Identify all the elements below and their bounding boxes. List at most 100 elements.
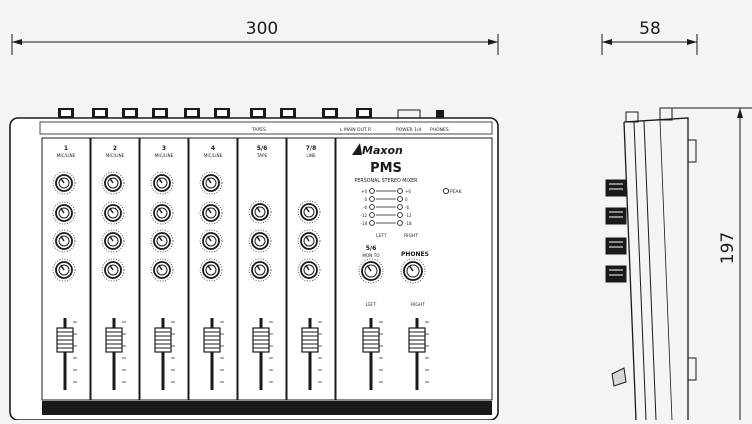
fader-slot: [259, 318, 263, 390]
fader-slot: [210, 318, 214, 390]
fader-right-label: RIGHT: [411, 302, 425, 308]
rear-jack-hole: [95, 110, 105, 116]
channel-fader: [203, 318, 224, 390]
rear-jack-hole: [217, 110, 227, 116]
channel-knob: [150, 201, 174, 225]
channel-number: 3: [162, 145, 166, 152]
fader-slot: [112, 318, 116, 390]
knob-scale: [248, 258, 272, 282]
channel-name: TAPE: [256, 153, 268, 158]
channel-knob: [52, 258, 76, 282]
phones-jack: [436, 110, 444, 118]
fader-left-label: LEFT: [366, 302, 377, 308]
knob-scale: [52, 229, 76, 253]
tape-knob-sublabel: MON TO: [362, 253, 380, 258]
channel-knob: [52, 201, 76, 225]
meter-level-right: +6: [405, 189, 411, 194]
channel-number: 1: [64, 145, 68, 152]
channel-strip-frame: [286, 137, 336, 401]
channel-knob: [150, 229, 174, 253]
rear-jack-hole: [187, 110, 197, 116]
knob-pointer: [109, 177, 114, 184]
knob-pointer: [256, 206, 261, 213]
peak-label: PEAK: [450, 189, 463, 195]
channel-knob: [150, 171, 174, 195]
knob-pointer: [158, 207, 163, 214]
height-dimension: 197: [672, 107, 752, 420]
meter-level-right: -18: [405, 221, 412, 226]
channel-knob: [101, 201, 125, 225]
knob-cap: [107, 177, 119, 189]
knob-pointer: [305, 206, 310, 213]
channel-name: MIC/LINE: [57, 153, 76, 158]
phones-knob: [400, 258, 426, 284]
model-subtitle: PERSONAL STEREO MIXER: [354, 178, 418, 184]
knob-cap: [254, 206, 266, 218]
rear-jack-hole: [283, 110, 293, 116]
knob-pointer: [207, 207, 212, 214]
knob-cap: [58, 207, 70, 219]
fader-slot: [63, 318, 67, 390]
channel-fader: [154, 318, 175, 390]
meter-right-label: RIGHT: [404, 233, 418, 239]
knob-cap: [364, 264, 378, 278]
channel-number: 7/8: [306, 145, 317, 152]
channel-knob: [199, 201, 223, 225]
mixer-top-view: L MAIN OUT R POWER 1/4 PHONES TAPES 1MIC…: [9, 108, 499, 421]
meter-led-right: [397, 204, 403, 210]
phones-knob-label: PHONES: [401, 251, 429, 258]
knob-pointer: [60, 207, 65, 214]
rear-jack-hole: [125, 110, 135, 116]
meter-level-left: -12: [360, 213, 367, 218]
channel-strip-frame: [188, 137, 238, 401]
knob-scale: [101, 201, 125, 225]
knob-cap: [205, 235, 217, 247]
meter-led-left: [369, 220, 375, 226]
knob-cap: [58, 235, 70, 247]
rear-jack-hole: [325, 110, 335, 116]
master-fader-left: [362, 318, 383, 390]
mixer-side-view: [605, 107, 697, 421]
knob-cap: [58, 264, 70, 276]
knob-scale: [297, 229, 321, 253]
channel-name: MIC/LINE: [155, 153, 174, 158]
channel-knob: [297, 258, 321, 282]
channel-knob: [101, 171, 125, 195]
knob-scale: [101, 229, 125, 253]
knob-cap: [156, 235, 168, 247]
knob-scale: [150, 229, 174, 253]
knob-pointer: [109, 207, 114, 214]
knob-cap: [303, 235, 315, 247]
height-value: 197: [718, 232, 738, 264]
meter-led-right: [397, 196, 403, 202]
master-faders: [362, 318, 429, 390]
knob-pointer: [408, 265, 414, 272]
meter-led-right: [397, 220, 403, 226]
power-label: POWER 1/4: [396, 127, 421, 133]
knob-scale: [297, 258, 321, 282]
knob-scale: [199, 258, 223, 282]
knob-scale: [52, 258, 76, 282]
depth-value: 58: [639, 19, 661, 39]
knob-cap: [205, 207, 217, 219]
meter-level-right: -6: [405, 205, 409, 210]
side-knob: [605, 179, 627, 197]
knob-scale: [400, 258, 426, 284]
knob-pointer: [305, 264, 310, 271]
knob-cap: [303, 264, 315, 276]
knob-cap: [107, 235, 119, 247]
knob-scale: [150, 171, 174, 195]
tape-monitor-knob: [358, 258, 384, 284]
meter-left-label: LEFT: [376, 233, 387, 239]
channel-knob: [101, 229, 125, 253]
knob-cap: [254, 235, 266, 247]
knob-pointer: [158, 264, 163, 271]
master-knobs: [358, 258, 426, 284]
tape-knob-label: 5/6: [366, 245, 377, 252]
front-edge-strip: [42, 401, 492, 415]
knob-pointer: [158, 235, 163, 242]
channel-strip-frame: [41, 137, 91, 401]
knob-pointer: [60, 177, 65, 184]
